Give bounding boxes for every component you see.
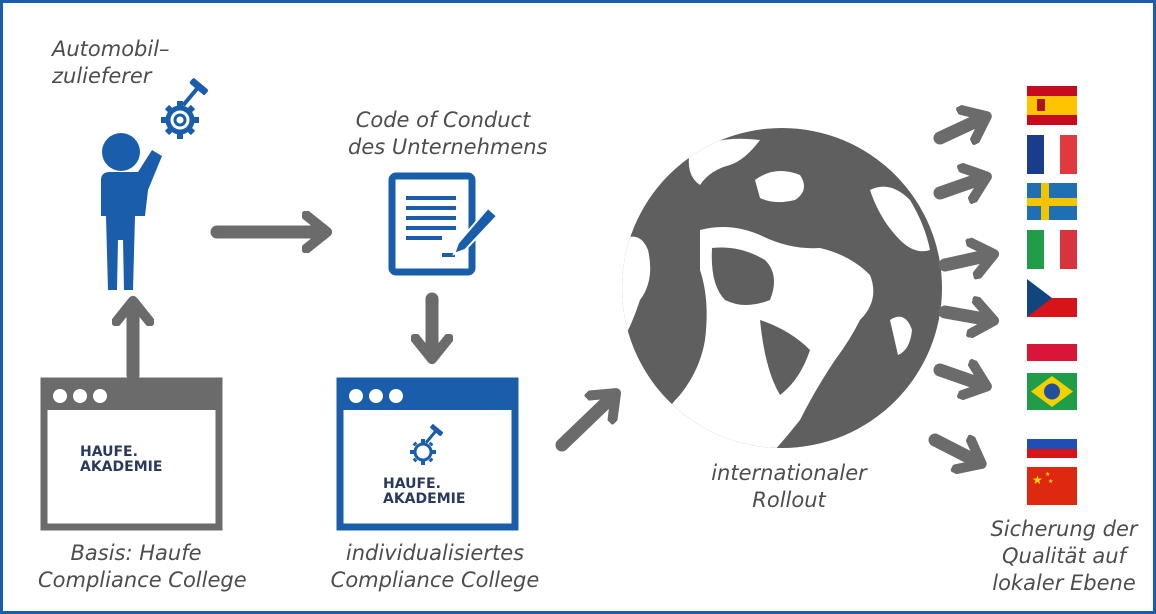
document-icon bbox=[388, 172, 499, 276]
svg-text:★: ★ bbox=[1048, 478, 1053, 485]
poland-flag bbox=[1027, 344, 1077, 361]
svg-text:AKADEMIE: AKADEMIE bbox=[383, 491, 465, 507]
svg-text:AKADEMIE: AKADEMIE bbox=[80, 459, 162, 475]
label-supplier: Automobil– zulieferer bbox=[52, 37, 170, 88]
czech-flag bbox=[1027, 279, 1077, 317]
arrow-globe-to-flag-1 bbox=[933, 118, 983, 138]
france-flag bbox=[1027, 135, 1077, 174]
arrow-globe-to-flag-5 bbox=[933, 370, 983, 385]
label-basis: Basis: Haufe Compliance College bbox=[38, 541, 247, 592]
arrow-globe-to-flag-2 bbox=[933, 178, 983, 193]
arrow-globe-to-flag-6 bbox=[928, 433, 978, 462]
sweden-flag bbox=[1027, 183, 1077, 220]
italy-flag bbox=[1027, 230, 1077, 269]
brazil-flag bbox=[1027, 373, 1077, 410]
china-flag: ★ ★ ★ bbox=[1027, 467, 1077, 505]
label-individualized: individualisiertes Compliance College bbox=[330, 541, 540, 592]
label-quality: Sicherung der Qualität auf lokaler Ebene bbox=[990, 517, 1138, 595]
arrow-window-to-globe bbox=[555, 396, 613, 452]
arrow-globe-to-flag-3 bbox=[938, 255, 990, 265]
small-gear-icon bbox=[410, 424, 444, 465]
spain-flag bbox=[1027, 86, 1077, 125]
person-icon bbox=[101, 133, 162, 290]
svg-text:HAUFE.: HAUFE. bbox=[383, 476, 441, 492]
haufe-logo-individualized: HAUFE. AKADEMIE bbox=[383, 476, 465, 507]
label-rollout: internationaler Rollout bbox=[711, 461, 867, 512]
svg-text:★: ★ bbox=[1032, 473, 1043, 487]
haufe-window-individualized bbox=[336, 377, 519, 531]
globe-icon bbox=[622, 128, 942, 448]
label-code-of-conduct: Code of Conduct des Unternehmens bbox=[348, 108, 548, 159]
gear-hammer-icon bbox=[161, 78, 208, 139]
arrow-globe-to-flag-4 bbox=[938, 312, 990, 320]
haufe-window-basis bbox=[40, 377, 223, 531]
svg-text:HAUFE.: HAUFE. bbox=[80, 444, 138, 460]
russia-flag bbox=[1027, 430, 1077, 458]
svg-text:★: ★ bbox=[1045, 471, 1050, 478]
haufe-logo-basis: HAUFE. AKADEMIE bbox=[80, 444, 162, 475]
